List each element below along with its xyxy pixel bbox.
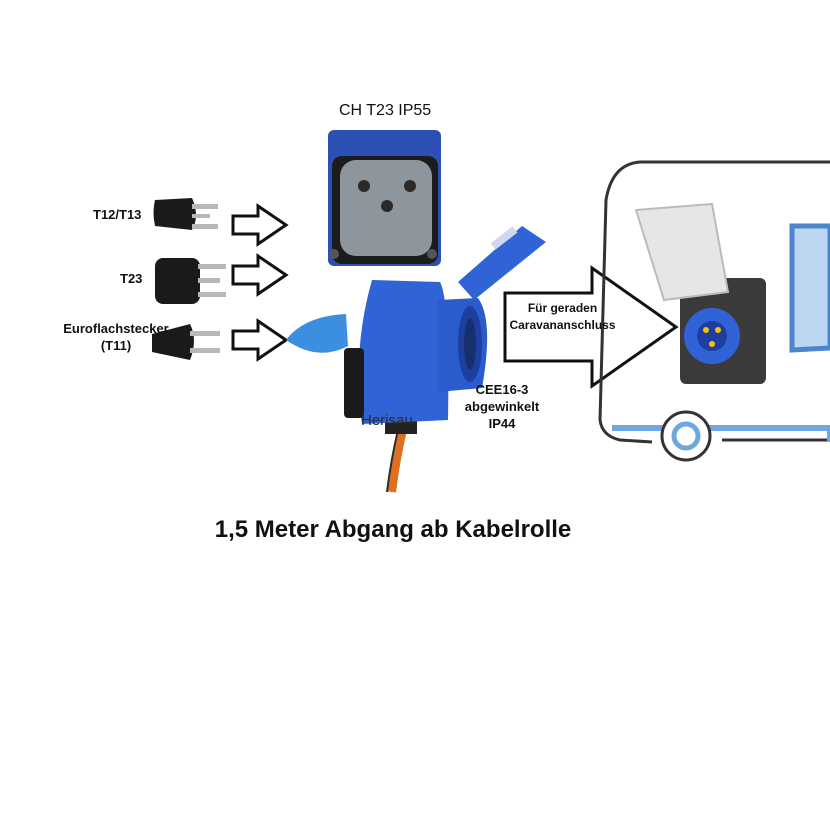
brand-label: Herisau bbox=[361, 412, 413, 429]
plug-t12-icon bbox=[153, 198, 218, 230]
big-arrow-right-icon bbox=[503, 265, 679, 389]
plug-euro-label: Euroflachstecker (T11) bbox=[56, 320, 176, 354]
plug-euro-label-line1: Euroflachstecker bbox=[63, 321, 169, 336]
caravan-arrow-label: Für geraden Caravananschluss bbox=[505, 300, 620, 334]
caravan-arrow-label-line2: Caravananschluss bbox=[509, 318, 616, 332]
cee-label-line2: abgewinkelt bbox=[464, 399, 540, 414]
cee-adapter-icon bbox=[286, 226, 546, 493]
plug-euro-label-line2: (T11) bbox=[100, 338, 132, 353]
caravan-arrow-label-line1: Für geraden bbox=[527, 301, 598, 315]
plug-t12-label: T12/T13 bbox=[93, 207, 142, 222]
arrow-right-icon bbox=[231, 203, 289, 247]
cee-label-line3: IP44 bbox=[488, 416, 516, 431]
caravan-icon bbox=[598, 160, 830, 462]
plug-t23-label: T23 bbox=[120, 271, 143, 286]
ch-t23-socket-icon bbox=[328, 130, 441, 266]
plug-t23-icon bbox=[155, 258, 226, 304]
arrow-right-icon bbox=[231, 318, 289, 362]
socket-title: CH T23 IP55 bbox=[339, 102, 432, 119]
cee-label: CEE16-3 abgewinkelt IP44 bbox=[452, 381, 552, 432]
arrow-right-icon bbox=[231, 253, 289, 297]
caption: 1,5 Meter Abgang ab Kabelrolle bbox=[214, 516, 572, 543]
plug-euro-icon bbox=[152, 324, 220, 360]
cee-label-line1: CEE16-3 bbox=[475, 382, 529, 397]
